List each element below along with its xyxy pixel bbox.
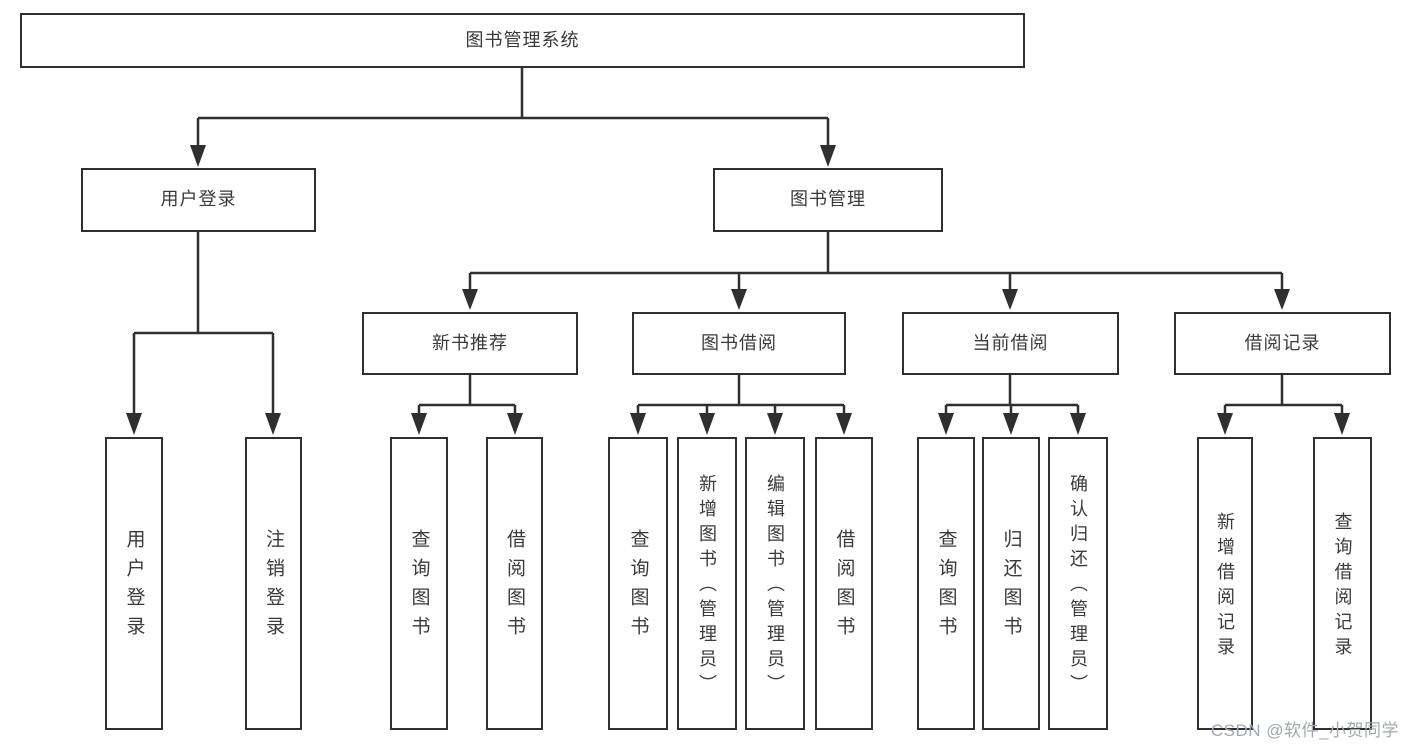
leaf-query-books-current: 查询图书 xyxy=(917,437,975,730)
leaf-logout: 注销登录 xyxy=(245,437,302,730)
node-book-borrow: 图书借阅 xyxy=(632,312,846,375)
node-borrow-records: 借阅记录 xyxy=(1174,312,1391,375)
leaf-query-books-recommend: 查询图书 xyxy=(390,437,448,730)
node-root: 图书管理系统 xyxy=(20,13,1025,68)
node-user-login: 用户登录 xyxy=(81,168,316,232)
leaf-query-borrow-record: 查询借阅记录 xyxy=(1313,437,1372,730)
leaf-user-login: 用户登录 xyxy=(105,437,163,730)
node-current-borrow: 当前借阅 xyxy=(902,312,1119,375)
csdn-watermark: CSDN @软件_小贺同学 xyxy=(1210,721,1399,740)
leaf-add-books-admin: 新增图书（管理员） xyxy=(677,437,737,730)
leaf-confirm-return-admin: 确认归还（管理员） xyxy=(1048,437,1108,730)
node-book-management: 图书管理 xyxy=(713,168,943,232)
leaf-return-books: 归还图书 xyxy=(982,437,1040,730)
leaf-borrow-books: 借阅图书 xyxy=(815,437,873,730)
leaf-borrow-books-recommend: 借阅图书 xyxy=(486,437,543,730)
leaf-add-borrow-record: 新增借阅记录 xyxy=(1197,437,1253,730)
leaf-query-books-borrow: 查询图书 xyxy=(608,437,668,730)
node-new-book-recommend: 新书推荐 xyxy=(362,312,578,375)
leaf-edit-books-admin: 编辑图书（管理员） xyxy=(745,437,805,730)
